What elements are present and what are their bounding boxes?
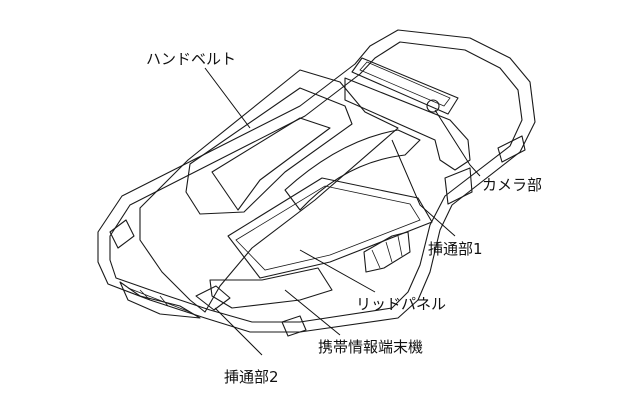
side-button-lower: [444, 167, 473, 205]
insertion-slot-bottom: [195, 285, 231, 311]
leader-insertion-2: [214, 307, 263, 356]
front-port: [281, 315, 307, 337]
hand-belt-pad: [185, 87, 353, 215]
device-illustration: [97, 29, 536, 337]
bottom-lip: [119, 281, 201, 319]
camera-lens: [426, 99, 440, 113]
hand-belt: [139, 69, 399, 313]
leader-hand-belt: [204, 67, 251, 129]
label-insertion-part-2: 挿通部2: [224, 368, 279, 386]
left-end-cap: [109, 219, 135, 249]
leader-lines: [204, 67, 481, 356]
outer-housing: [97, 29, 536, 333]
side-button-upper: [497, 135, 526, 163]
leader-camera: [434, 109, 481, 177]
lid-panel-outline: [227, 177, 433, 279]
belt-arch: [284, 129, 421, 211]
label-portable-terminal: 携帯情報端末機: [318, 338, 423, 356]
leader-lid-panel: [299, 249, 376, 293]
label-lid-panel: リッドパネル: [356, 295, 446, 313]
label-hand-belt: ハンドベルト: [146, 50, 236, 68]
side-button-cluster: [363, 231, 411, 273]
lid-panel-lower: [209, 267, 333, 309]
leader-terminal: [284, 289, 341, 336]
camera-window: [351, 57, 459, 115]
label-camera-unit: カメラ部: [482, 176, 542, 194]
label-insertion-part-1: 挿通部1: [428, 240, 483, 258]
hand-belt-strap: [211, 117, 331, 211]
camera-bump: [344, 77, 471, 171]
callout-labels: ハンドベルト カメラ部 挿通部1 リッドパネル 携帯情報端末機 挿通部2: [146, 50, 542, 386]
leader-insertion-1: [391, 139, 456, 237]
